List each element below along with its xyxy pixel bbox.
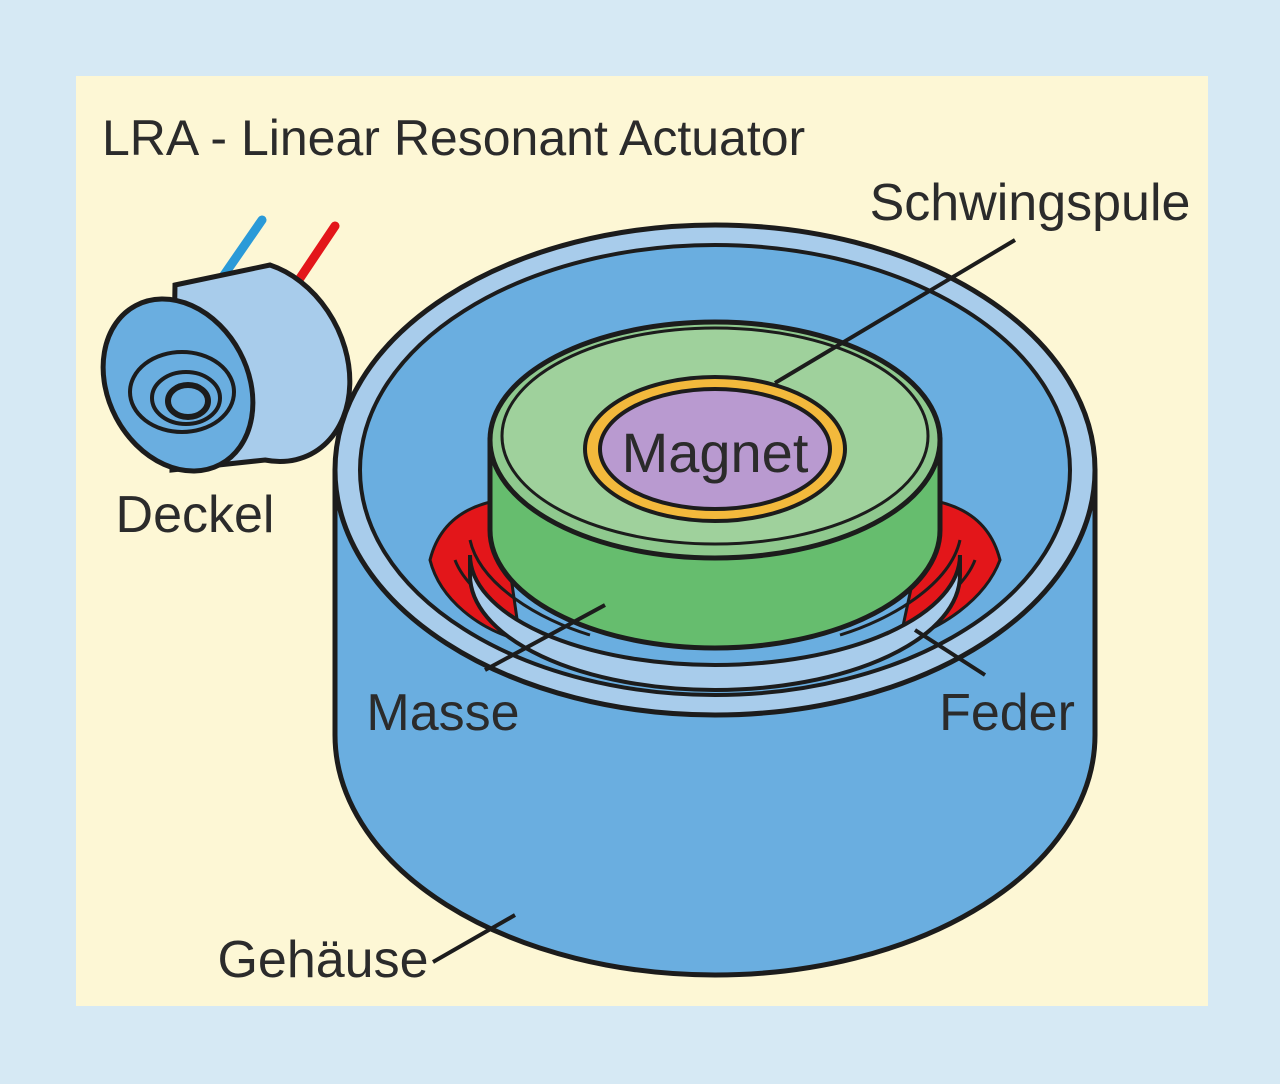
cover-ring-mid (150, 370, 222, 426)
cover-ring-inner (165, 382, 211, 420)
cover-ring-outer (128, 350, 236, 434)
magnet (598, 387, 832, 511)
cover (100, 215, 353, 474)
housing-leader (432, 913, 516, 964)
inner-ring (468, 554, 962, 692)
mass-leader (484, 603, 606, 672)
wire-blue (219, 215, 267, 280)
leader-lines (432, 238, 1017, 964)
coil-label: Schwingspule (870, 174, 1191, 232)
mass-label: Masse (366, 684, 519, 742)
magnet-label: Magnet (622, 421, 809, 484)
coil-leader (773, 238, 1017, 385)
diagram-title: LRA - Linear Resonant Actuator (102, 110, 805, 166)
spring-label: Feder (939, 684, 1075, 742)
spring-leader (913, 628, 987, 677)
housing-label: Gehäuse (217, 931, 428, 989)
cover-label: Deckel (116, 486, 275, 544)
